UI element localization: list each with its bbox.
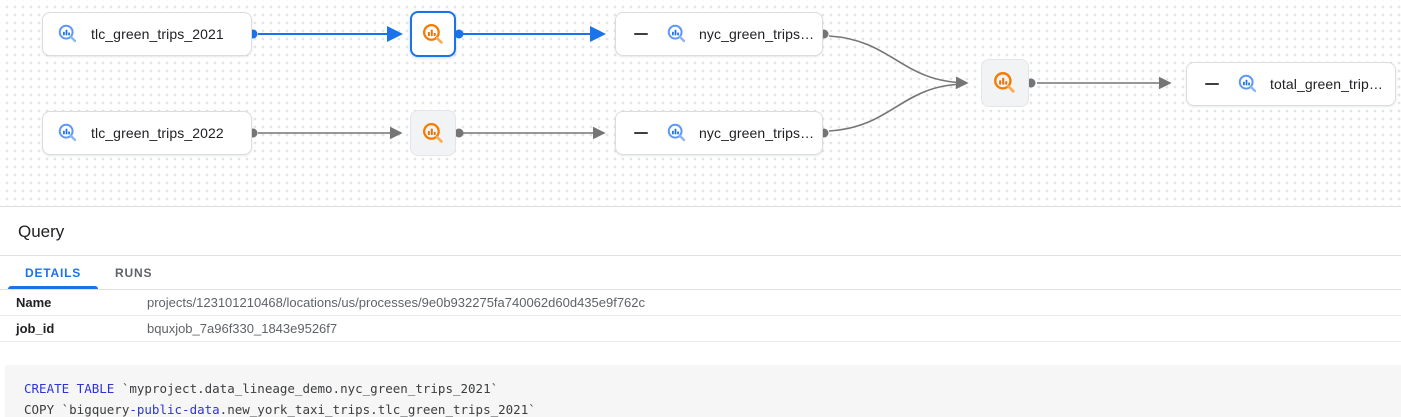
node-label: nyc_green_trips… [699, 125, 815, 141]
sql-line-2: COPY `bigquery-public-data.new_york_taxi… [24, 399, 1385, 417]
bigquery-table-icon [666, 23, 688, 45]
process-node-copy-2021[interactable] [410, 11, 456, 57]
node-label: tlc_green_trips_2022 [91, 125, 224, 141]
sql-text: `myproject.data_lineage_demo.nyc_green_t… [114, 381, 499, 396]
table-node-total-green-trips[interactable]: total_green_trip… [1186, 62, 1396, 106]
detail-value: bquxjob_7a96f330_1843e9526f7 [147, 321, 338, 336]
collapse-icon[interactable] [634, 33, 648, 35]
detail-label: Name [16, 295, 52, 310]
process-node-union-total[interactable] [981, 59, 1029, 107]
collapse-icon[interactable] [634, 132, 648, 134]
sql-text: .new_york_taxi_trips.tlc_green_trips_202… [219, 402, 536, 417]
lineage-graph-canvas[interactable]: tlc_green_trips_2021 nyc_green_tr [0, 0, 1401, 207]
node-label: total_green_trip… [1270, 76, 1383, 92]
panel-tabs: DETAILS RUNS [0, 256, 1401, 290]
process-query-icon [421, 22, 446, 47]
panel-header: Query [0, 207, 1401, 256]
node-label: nyc_green_trips… [699, 26, 815, 42]
sql-keyword: CREATE TABLE [24, 381, 115, 396]
bigquery-table-icon [57, 23, 79, 45]
table-node-tlc-green-trips-2021[interactable]: tlc_green_trips_2021 [42, 12, 252, 56]
node-label: tlc_green_trips_2021 [91, 26, 224, 42]
tab-details[interactable]: DETAILS [8, 256, 99, 289]
detail-label: job_id [16, 321, 55, 336]
bigquery-table-icon [666, 122, 688, 144]
process-node-copy-2022[interactable] [410, 110, 456, 156]
detail-value: projects/123101210468/locations/us/proce… [147, 295, 646, 310]
detail-row-job-id: job_id bquxjob_7a96f330_1843e9526f7 [0, 316, 1401, 342]
bigquery-table-icon [57, 122, 79, 144]
collapse-icon[interactable] [1205, 83, 1219, 85]
table-node-nyc-green-trips-2021[interactable]: nyc_green_trips… [615, 12, 823, 56]
process-query-icon [992, 70, 1018, 96]
detail-row-name: Name projects/123101210468/locations/us/… [0, 290, 1401, 316]
sql-code-block[interactable]: CREATE TABLE `myproject.data_lineage_dem… [5, 365, 1401, 417]
sql-highlight: -public-data [129, 402, 220, 417]
table-node-tlc-green-trips-2022[interactable]: tlc_green_trips_2022 [42, 111, 252, 155]
table-node-nyc-green-trips-2022[interactable]: nyc_green_trips… [615, 111, 823, 155]
sql-line-1: CREATE TABLE `myproject.data_lineage_dem… [24, 378, 1385, 399]
page-title: Query [18, 222, 65, 241]
details-panel: Query DETAILS RUNS Name projects/1231012… [0, 207, 1401, 417]
bigquery-table-icon [1237, 73, 1259, 95]
sql-text: COPY `bigquery [24, 402, 130, 417]
tab-runs[interactable]: RUNS [115, 265, 153, 280]
process-query-icon [421, 121, 446, 146]
